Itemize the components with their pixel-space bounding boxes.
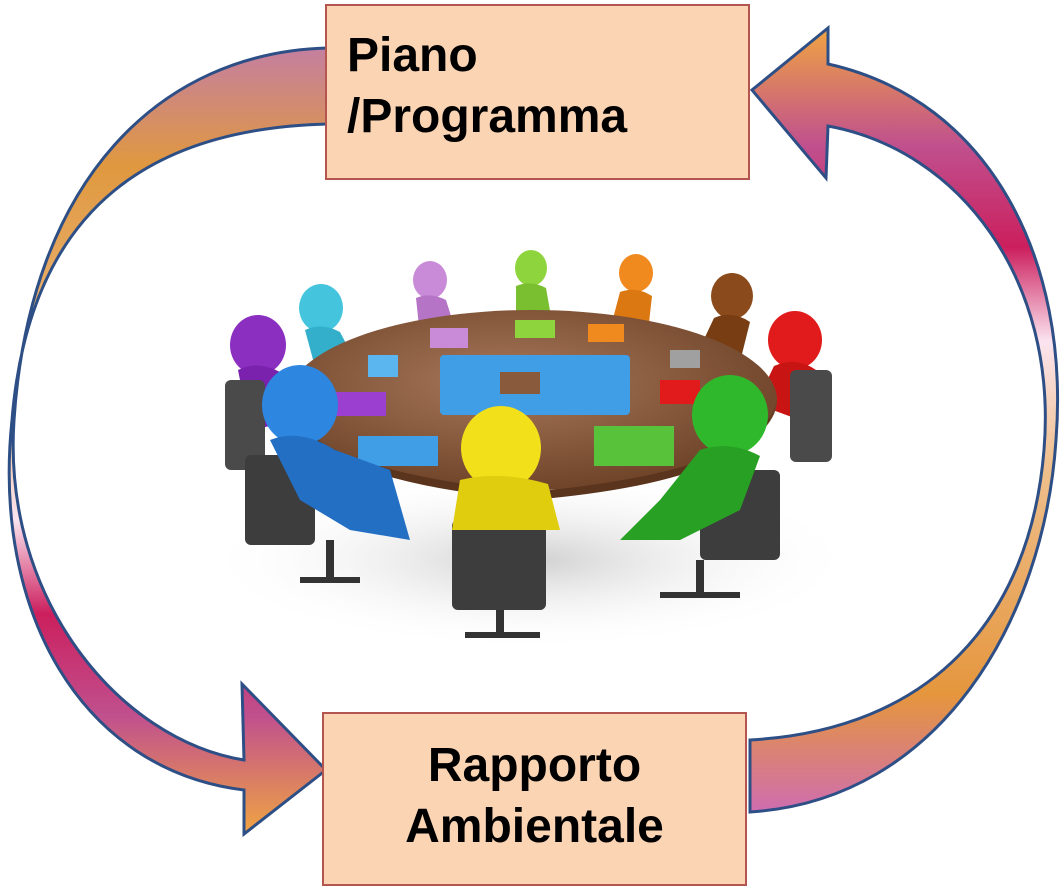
environmental-report-line1: Rapporto [427, 739, 642, 792]
person-figure [245, 365, 410, 583]
plan-program-box: Piano /Programma [325, 4, 750, 180]
chair [225, 380, 265, 470]
left-cycle-arrow [7, 46, 330, 838]
person-figure [452, 406, 560, 638]
plan-program-line1: Piano [347, 29, 478, 82]
meeting-illustration [200, 250, 860, 650]
chair [790, 370, 832, 462]
environmental-report-box: Rapporto Ambientale [322, 712, 747, 886]
environmental-report-line2: Ambientale [405, 799, 664, 853]
right-cycle-arrow [748, 24, 1060, 814]
plan-program-line2: /Programma [347, 89, 628, 143]
puzzle-pieces [334, 320, 700, 466]
person-figure [620, 375, 780, 598]
